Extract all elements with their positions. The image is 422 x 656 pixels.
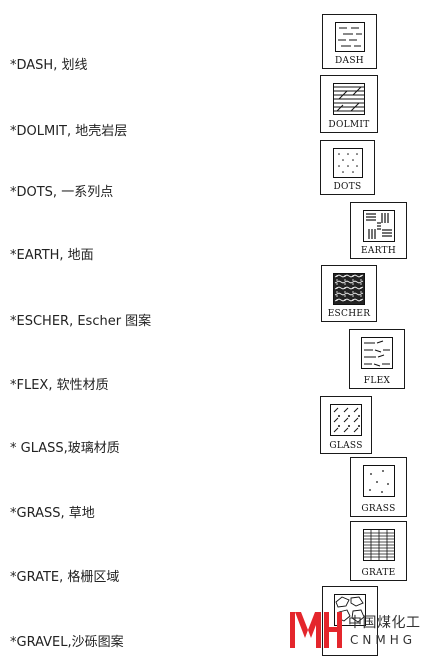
label-gravel: *GRAVEL,沙砾图案: [10, 635, 124, 650]
label-glass: * GLASS,玻璃材质: [10, 441, 120, 456]
logo-english-text: CNMHG: [350, 633, 417, 647]
caption-dots: DOTS: [333, 182, 362, 192]
label-dolmit: *DOLMIT, 地壳岩层: [10, 124, 128, 139]
label-grate: *GRATE, 格栅区域: [10, 570, 120, 585]
gravel-pattern-icon: [334, 594, 366, 626]
caption-dash: DASH: [335, 56, 364, 66]
label-flex: *FLEX, 软性材质: [10, 378, 109, 393]
hatch-swatch-flex: FLEX: [349, 329, 405, 389]
hatch-swatch-escher: ESCHER: [321, 265, 377, 322]
caption-glass: GLASS: [329, 441, 363, 451]
logo-chinese-text: 中国煤化工: [348, 615, 421, 631]
label-dots: *DOTS, 一系列点: [10, 185, 114, 200]
caption-earth: EARTH: [360, 246, 397, 256]
grate-pattern-icon: [362, 529, 395, 561]
caption-dolmit: DOLMIT: [328, 120, 370, 130]
grass-pattern-icon: [362, 465, 395, 497]
dots-pattern-icon: [332, 148, 363, 178]
hatch-swatch-grass: GRASS: [350, 457, 407, 517]
hatch-swatch-dash: DASH: [322, 14, 377, 69]
caption-flex: FLEX: [363, 376, 391, 386]
label-escher: *ESCHER, Escher 图案: [10, 314, 152, 329]
dolmit-pattern-icon: [333, 83, 365, 115]
caption-grass: GRASS: [361, 504, 396, 514]
label-earth: *EARTH, 地面: [10, 248, 94, 263]
hatch-swatch-gravel: [322, 586, 378, 656]
hatch-swatch-earth: EARTH: [350, 202, 407, 259]
glass-pattern-icon: [330, 404, 362, 436]
label-dash: *DASH, 划线: [10, 58, 88, 73]
caption-escher: ESCHER: [327, 309, 371, 319]
hatch-swatch-grate: GRATE: [350, 521, 407, 581]
flex-pattern-icon: [361, 337, 393, 369]
dash-pattern-icon: [334, 22, 365, 52]
escher-pattern-icon: [333, 273, 365, 305]
earth-pattern-icon: [362, 210, 395, 242]
cnmhg-watermark-logo: 中国煤化工 CNMHG: [290, 608, 421, 652]
hatch-swatch-glass: GLASS: [320, 396, 372, 454]
label-grass: *GRASS, 草地: [10, 506, 95, 521]
caption-grate: GRATE: [361, 568, 396, 578]
hatch-swatch-dolmit: DOLMIT: [320, 75, 378, 133]
hatch-swatch-dots: DOTS: [320, 140, 375, 195]
cnmhg-logo-icon: [290, 612, 342, 648]
